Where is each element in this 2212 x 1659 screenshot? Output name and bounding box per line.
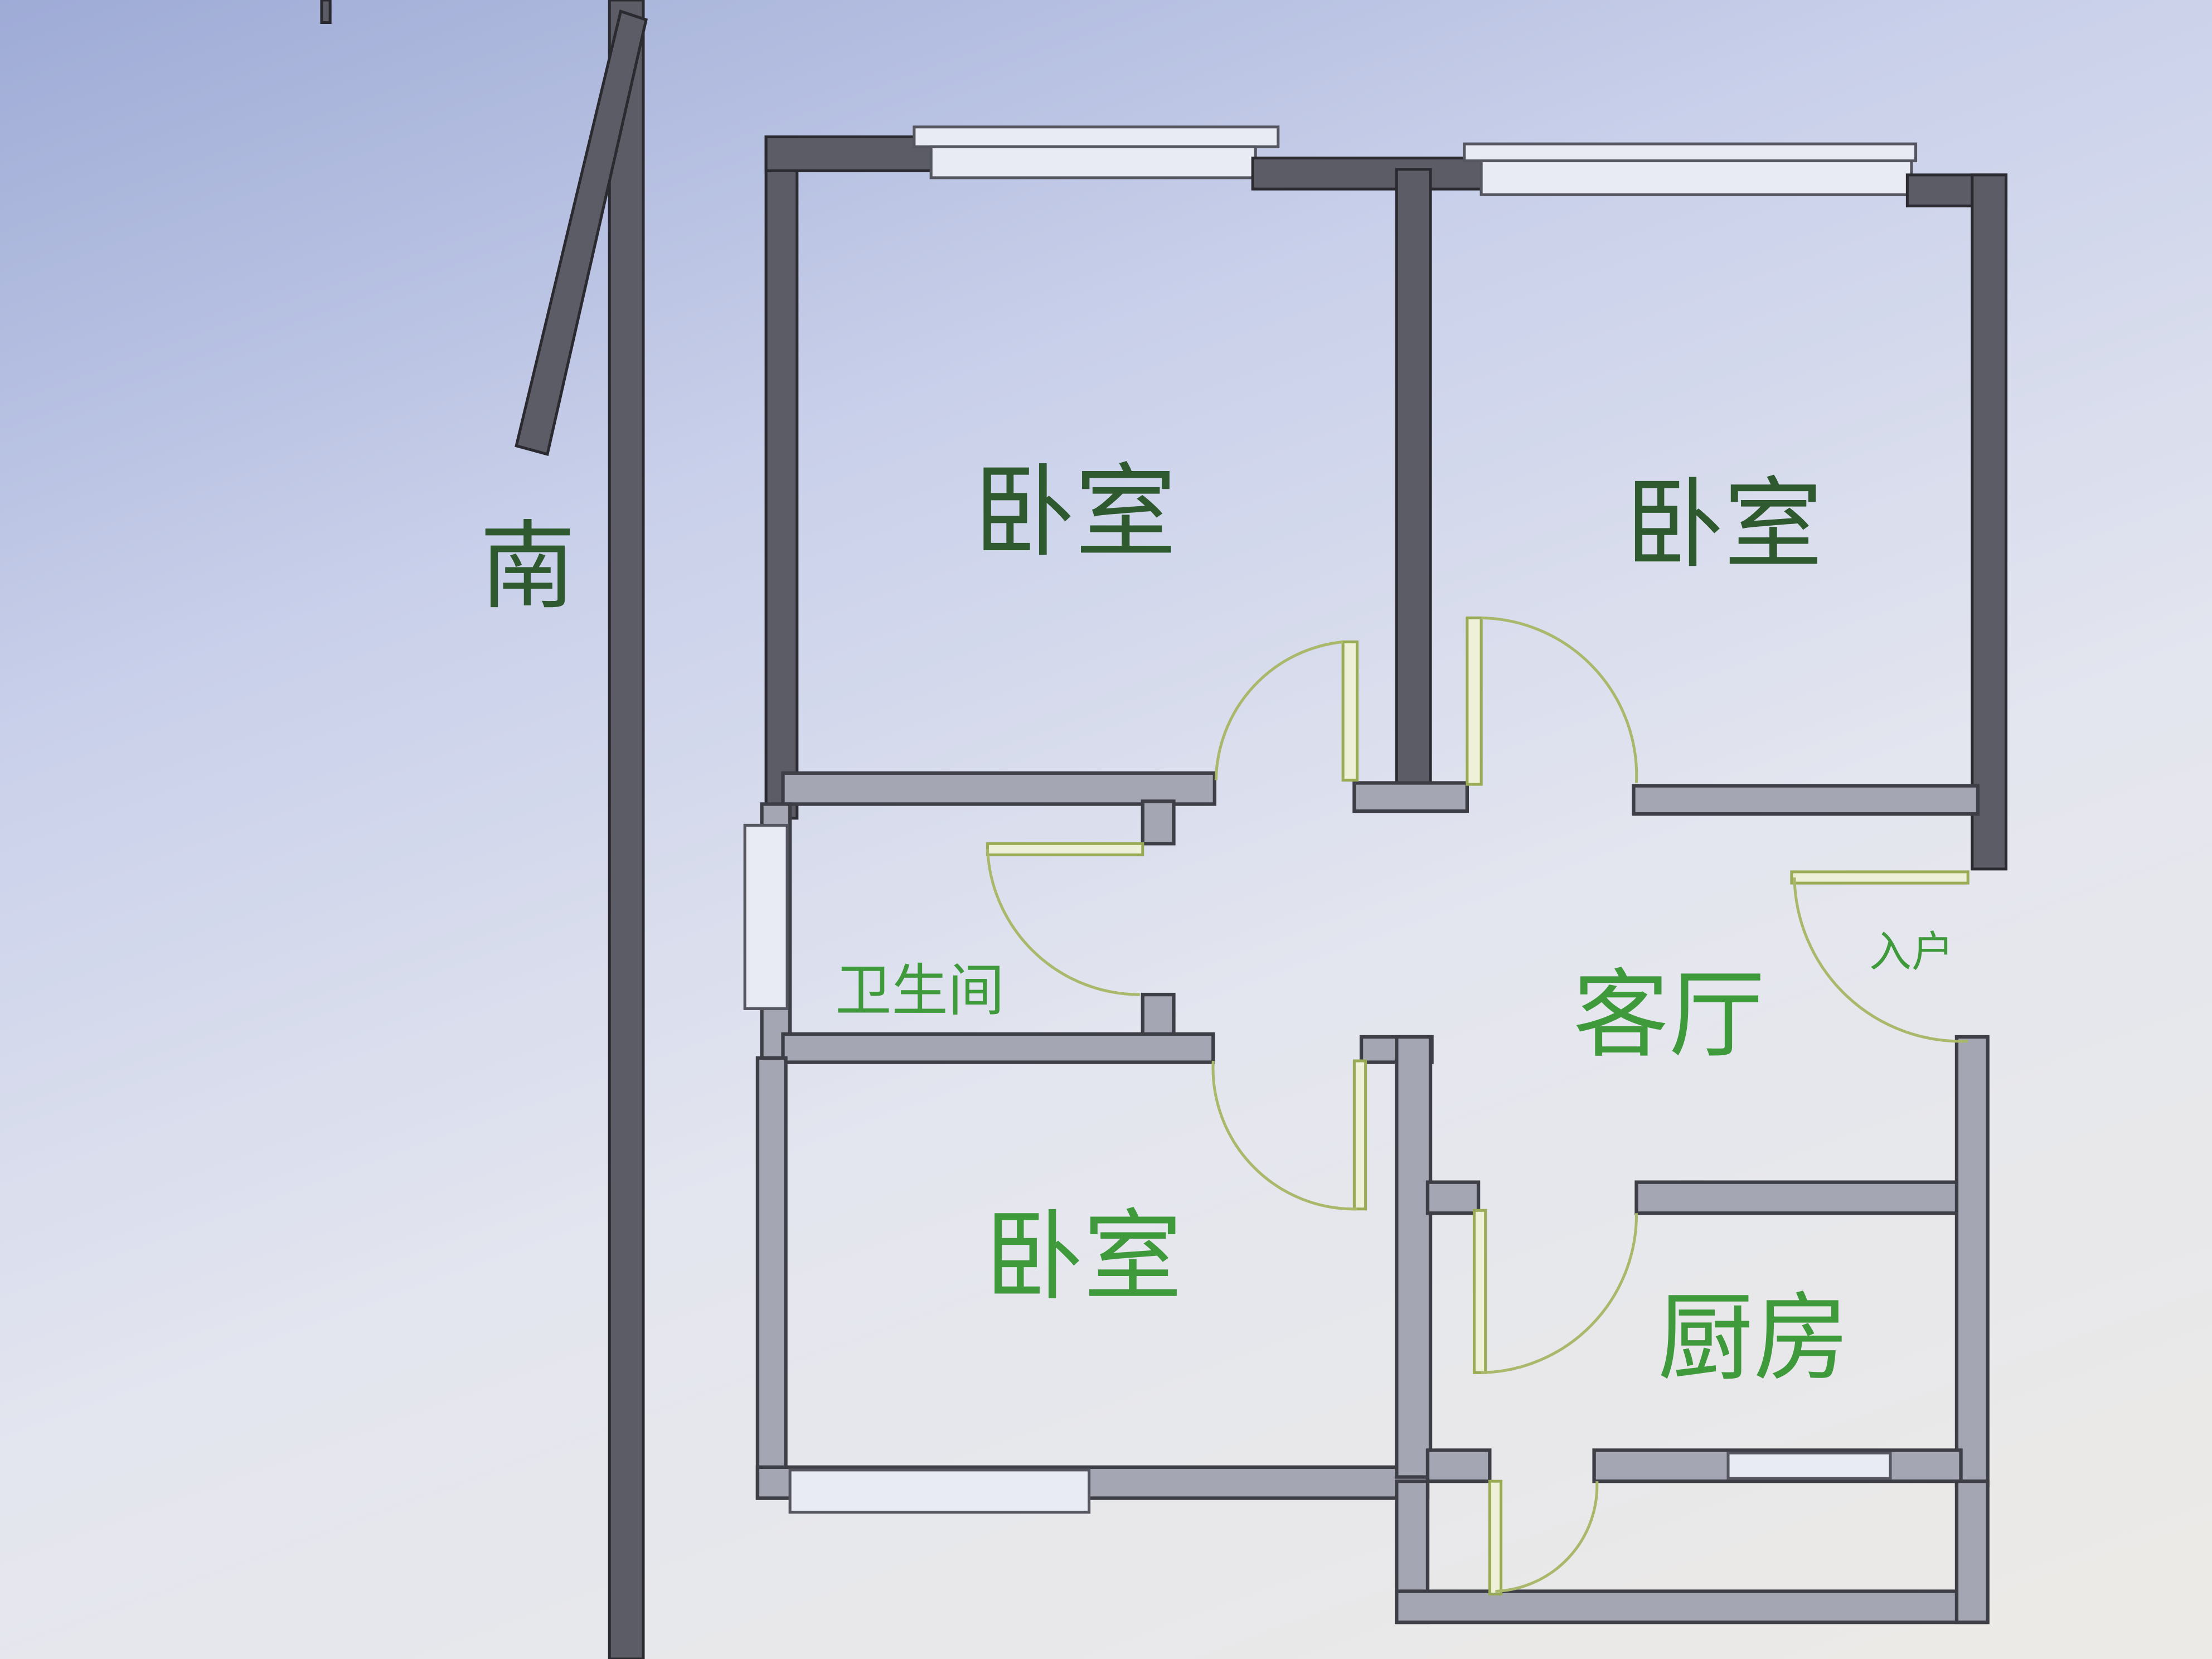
room-label-living-room: 客厅: [1573, 959, 1765, 1071]
walls: [743, 125, 2008, 1624]
room-label-bedroom-top-right: 卧室: [1625, 467, 1822, 582]
south-marker: [320, 0, 648, 1659]
doors: [986, 616, 1970, 1596]
room-label-kitchen: 厨房: [1657, 1282, 1849, 1394]
room-label-bedroom-top-left: 卧室: [973, 453, 1176, 571]
room-label-bathroom: 卫生间: [835, 958, 1005, 1023]
room-label-entrance: 入户: [1869, 927, 1954, 976]
compass-label: 南: [479, 511, 575, 623]
room-label-bedroom-bottom-left: 卧室: [984, 1200, 1182, 1314]
